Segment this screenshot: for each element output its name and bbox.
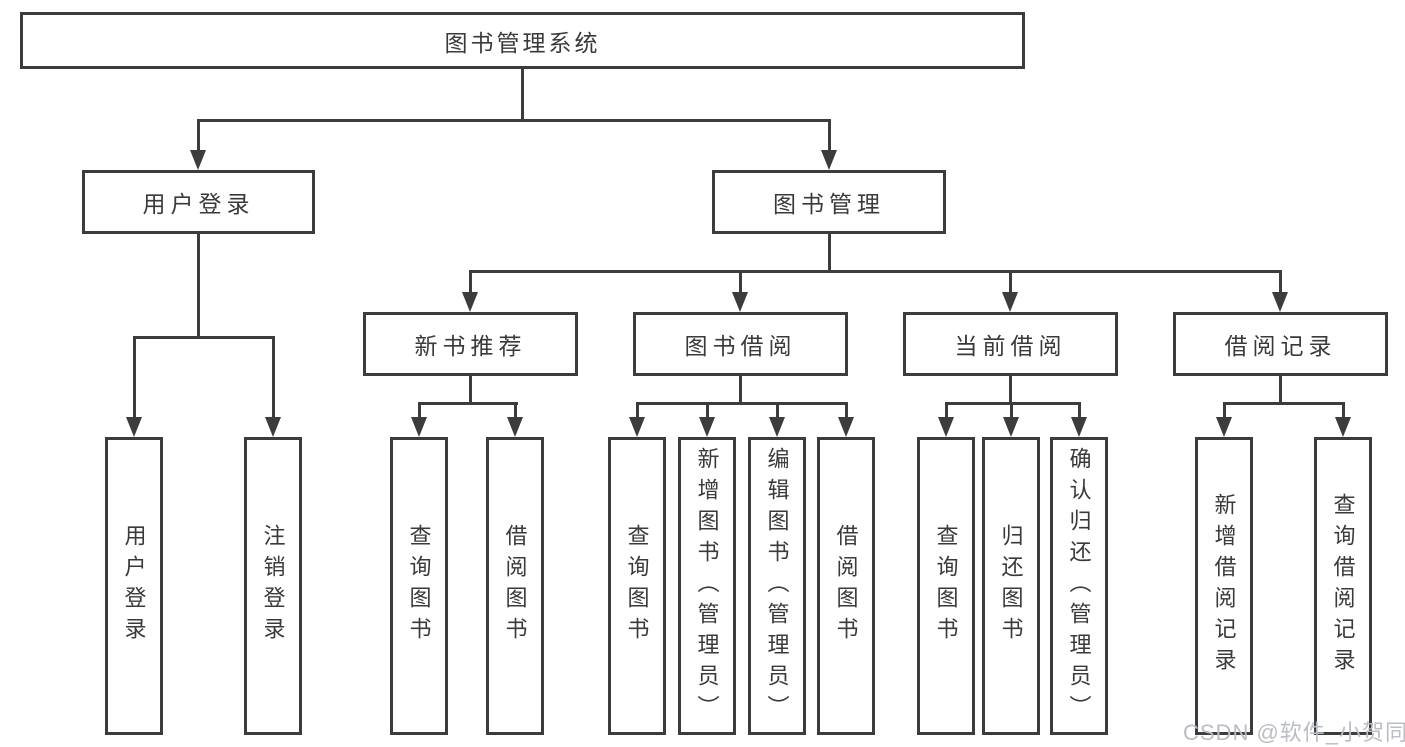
leaf-label: 新增借阅记录 [1211,493,1237,679]
arrow-down-icon [1002,292,1018,312]
connector-stub [776,402,779,420]
connector-new-book-bar [418,402,518,405]
connector-book-management-bar [470,270,1281,273]
arrow-down-icon [821,150,837,170]
connector-stub [1010,402,1013,420]
arrow-down-icon [699,417,715,437]
connector-book-borrow-trunk [739,376,742,405]
arrow-down-icon [1003,417,1019,437]
leaf-label: 查询图书 [406,524,432,648]
connector-stub-book-borrow [739,270,742,295]
leaf-label: 归还图书 [998,524,1024,648]
leaf-label: 新增图书（管理员） [694,446,720,726]
arrow-down-icon [265,417,281,437]
connector-stub-leaf-logout [272,336,275,420]
connector-current-borrow-trunk [1009,376,1012,405]
connector-user-login-bar [133,336,275,339]
arrow-down-icon [938,417,954,437]
leaf-label: 查询图书 [624,524,650,648]
arrow-down-icon [769,417,785,437]
connector-root-bar [197,119,831,122]
arrow-down-icon [838,417,854,437]
node-new-book-recommendation: 新书推荐 [363,312,578,376]
leaf-confirm-return-admin: 确认归还（管理员） [1050,437,1108,735]
arrow-down-icon [1272,292,1288,312]
leaf-label: 查询借阅记录 [1330,493,1356,679]
connector-stub-current-borrow [1009,270,1012,295]
node-user-login: 用户登录 [82,170,315,234]
arrow-down-icon [507,417,523,437]
connector-stub [1342,402,1345,420]
leaf-edit-books-admin: 编辑图书（管理员） [748,437,806,735]
connector-stub-user-login [197,119,200,153]
node-library-system: 图书管理系统 [20,12,1025,69]
connector-current-borrow-bar [945,402,1081,405]
connector-stub [636,402,639,420]
arrow-down-icon [732,292,748,312]
connector-borrow-records-trunk [1279,376,1282,405]
arrow-down-icon [629,417,645,437]
leaf-label: 用户登录 [121,524,147,648]
connector-stub-book-management [828,119,831,153]
connector-stub [418,402,421,420]
leaf-label: 借阅图书 [833,524,859,648]
arrow-down-icon [126,417,142,437]
leaf-label: 查询图书 [933,524,959,648]
node-book-management: 图书管理 [712,170,946,234]
node-borrowing-records: 借阅记录 [1173,312,1388,376]
node-book-borrowing: 图书借阅 [633,312,848,376]
connector-book-borrow-bar [636,402,847,405]
leaf-query-borrow-record: 查询借阅记录 [1314,437,1372,735]
connector-stub [1223,402,1226,420]
leaf-label: 编辑图书（管理员） [764,446,790,726]
arrow-down-icon [190,150,206,170]
connector-book-management-trunk [828,234,831,273]
connector-stub-new-book [469,270,472,295]
connector-stub-borrow-records [1279,270,1282,295]
csdn-watermark: CSDN @软件_小贺同学 [1183,720,1405,745]
arrow-down-icon [1216,417,1232,437]
connector-root-trunk [521,69,524,121]
arrow-down-icon [462,292,478,312]
leaf-user-login: 用户登录 [105,437,163,735]
leaf-add-books-admin: 新增图书（管理员） [678,437,736,735]
arrow-down-icon [1335,417,1351,437]
connector-new-book-trunk [469,376,472,405]
arrow-down-icon [411,417,427,437]
arrow-down-icon [1071,417,1087,437]
leaf-return-books: 归还图书 [982,437,1040,735]
connector-stub [514,402,517,420]
leaf-borrow-books-borrowing: 借阅图书 [817,437,875,735]
connector-stub-leaf-user-login [133,336,136,420]
leaf-label: 确认归还（管理员） [1066,446,1092,726]
leaf-borrow-books-recommend: 借阅图书 [486,437,544,735]
leaf-query-books-recommend: 查询图书 [390,437,448,735]
connector-borrow-records-bar [1223,402,1345,405]
connector-user-login-trunk [197,234,200,338]
leaf-query-books-current: 查询图书 [917,437,975,735]
leaf-query-books-borrowing: 查询图书 [608,437,666,735]
connector-stub [945,402,948,420]
connector-stub [845,402,848,420]
leaf-label: 借阅图书 [502,524,528,648]
connector-stub [706,402,709,420]
leaf-add-borrow-record: 新增借阅记录 [1195,437,1253,735]
connector-stub [1078,402,1081,420]
node-current-borrowing: 当前借阅 [903,312,1118,376]
leaf-label: 注销登录 [260,524,286,648]
leaf-logout: 注销登录 [244,437,302,735]
